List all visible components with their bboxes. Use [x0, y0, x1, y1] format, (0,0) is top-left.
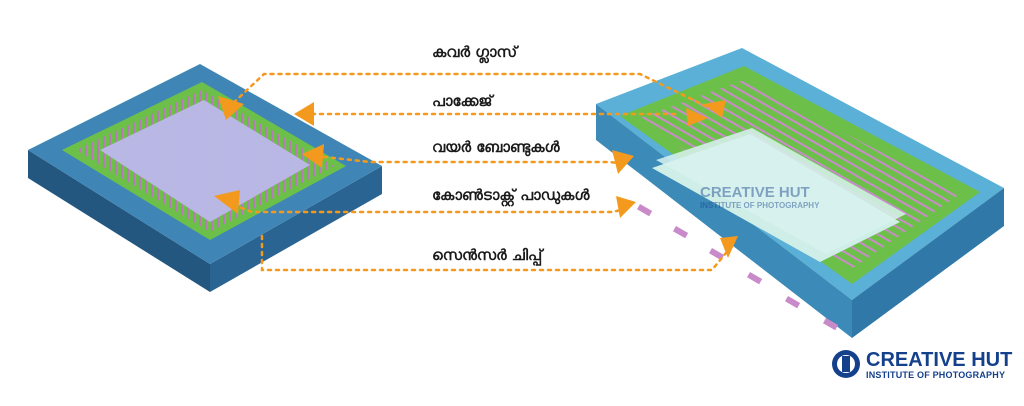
arrow-cover-glass-left	[218, 96, 244, 120]
logo: CREATIVE HUT INSTITUTE OF PHOTOGRAPHY	[866, 350, 1012, 380]
left-package-side	[28, 150, 210, 292]
leader-contact-pads	[224, 200, 632, 214]
label-cover-glass: കവർ ഗ്ലാസ്	[432, 43, 518, 61]
logo-emblem	[832, 350, 860, 378]
arrow-package-right	[686, 108, 708, 126]
left-cover-glass	[100, 100, 310, 222]
arrow-sensor-chip-right	[720, 236, 738, 258]
leader-sensor-chip	[260, 234, 732, 272]
right-package-front	[852, 188, 1004, 338]
arrow-contact-pads-left	[214, 190, 240, 214]
watermark: CREATIVE HUT INSTITUTE OF PHOTOGRAPHY	[700, 184, 819, 210]
label-sensor-chip: സെൻസർ ചിപ്പ്	[432, 246, 543, 264]
arrow-heads	[214, 96, 738, 258]
arrow-wire-bonds-left	[302, 144, 324, 168]
watermark-name: CREATIVE HUT	[700, 184, 810, 201]
left-package-front	[210, 166, 382, 292]
left-package	[28, 64, 382, 292]
right-cover-glass	[656, 128, 906, 254]
arrow-contact-pads-right	[616, 196, 636, 218]
leader-wire-bonds	[314, 154, 628, 166]
watermark-sub: INSTITUTE OF PHOTOGRAPHY	[700, 201, 820, 210]
arrow-package-left	[294, 102, 314, 126]
label-contact-pads: കോൺടാക്റ്റ് പാഡുകൾ	[432, 186, 590, 204]
arrow-cover-glass-right	[704, 100, 726, 118]
arrow-wire-bonds-right	[612, 150, 634, 174]
leader-lines	[224, 72, 732, 272]
logo-sub: INSTITUTE OF PHOTOGRAPHY	[866, 370, 1006, 380]
label-package: പാക്കേജ്	[432, 92, 493, 110]
logo-name: CREATIVE HUT	[866, 349, 1013, 371]
leader-cover-glass	[226, 72, 716, 112]
right-package	[596, 48, 1004, 338]
right-contact-pads	[637, 204, 839, 331]
right-package-left-side	[596, 104, 852, 338]
label-wire-bonds: വയർ ബോണ്ടുകൾ	[432, 138, 560, 156]
